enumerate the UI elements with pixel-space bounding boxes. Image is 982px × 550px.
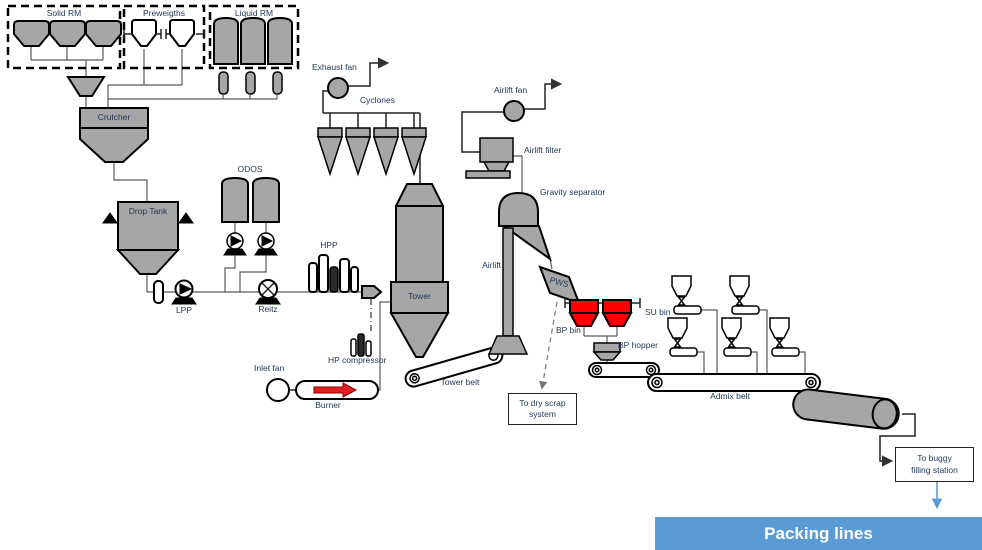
odos-tanks	[221, 176, 280, 256]
gravity-separator-vessel	[498, 191, 552, 262]
bp-hopper-unit	[592, 342, 622, 361]
airlift-fan-icon	[503, 100, 525, 122]
drop-tank-vessel	[102, 201, 194, 275]
inlet-fan-icon	[266, 378, 297, 402]
hp-compressor-label: HP compressor	[328, 355, 387, 365]
drop-tank-label: Drop Tank	[128, 206, 168, 216]
inlet-fan-label: Inlet fan	[254, 363, 285, 373]
burner-label: Burner	[315, 400, 341, 410]
tower-vessel	[389, 183, 450, 358]
hpp-pumps	[308, 254, 359, 293]
packing-lines-label: Packing lines	[764, 523, 873, 543]
lpp-label: LPP	[175, 305, 193, 315]
liquid-nozzle	[272, 71, 283, 95]
lpp-pump	[171, 279, 197, 305]
solid-rm-group	[6, 4, 122, 70]
burner-unit	[295, 380, 379, 400]
crutcher-label: Crutcher	[97, 112, 131, 122]
flame-icon	[313, 382, 358, 398]
cyclones-group	[316, 127, 428, 177]
spray-nozzle	[361, 285, 383, 299]
preweights-group	[122, 4, 206, 70]
airlift-filter-label: Airlift filter	[524, 145, 562, 155]
airlift-label: Airlift	[482, 260, 501, 270]
liquid-rm-label: Liquid RM	[234, 8, 274, 18]
exhaust-fan-label: Exhaust fan	[312, 62, 357, 72]
odos-label: ODOS	[237, 164, 263, 174]
liquid-nozzle	[218, 71, 229, 95]
packing-lines-bar: Packing lines	[655, 517, 982, 550]
dosing-unit	[671, 275, 702, 315]
dosing-unit	[667, 317, 698, 357]
admix-belt-label: Admix belt	[710, 391, 750, 401]
funnel	[66, 76, 106, 97]
solid-rm-label: Solid RM	[46, 8, 82, 18]
buggy-line1: To buggy	[917, 453, 952, 464]
connector-lines	[30, 46, 943, 510]
reitz-label: Reitz	[258, 304, 278, 314]
airlift-column	[487, 227, 529, 355]
exhaust-fan-icon	[327, 77, 349, 99]
odos-pump	[254, 232, 278, 256]
admix-dosing-units	[667, 275, 800, 357]
dry-scrap-note: To dry scrap system	[508, 393, 577, 425]
dry-scrap-line1: To dry scrap	[519, 397, 566, 408]
airlift-filter-unit	[465, 137, 514, 179]
bp-hopper-belt	[588, 362, 660, 378]
bp-hopper-label: BP hopper	[618, 340, 659, 350]
reitz-mill	[255, 279, 281, 305]
preweights-label: Preweigths	[142, 8, 186, 18]
dosing-unit	[769, 317, 800, 357]
buggy-line2: filling station	[911, 464, 958, 475]
bp-su-bins	[568, 299, 633, 327]
rotating-drum	[792, 388, 900, 430]
cyclones-label: Cyclones	[360, 95, 395, 105]
liquid-nozzle	[245, 71, 256, 95]
buggy-note: To buggy filling station	[895, 447, 974, 482]
red-bin	[568, 299, 600, 327]
liquid-rm-group	[208, 4, 300, 95]
dosing-unit	[721, 317, 752, 357]
crutcher-vessel	[79, 107, 149, 163]
su-bin-label: SU bin	[645, 307, 671, 317]
gravity-separator-label: Gravity separator	[540, 187, 606, 197]
dry-scrap-line2: system	[529, 409, 556, 419]
red-bin	[601, 299, 633, 327]
bp-bin-label: BP bin	[556, 325, 581, 335]
odos-pump	[223, 232, 247, 256]
airlift-fan-label: Airlift fan	[494, 85, 528, 95]
tower-belt-label: Tower belt	[440, 377, 480, 387]
rotary-feeder	[153, 280, 164, 304]
hpp-label: HPP	[320, 240, 338, 250]
dosing-unit	[729, 275, 760, 315]
hp-compressor-unit	[350, 333, 372, 357]
tower-label: Tower	[408, 291, 431, 301]
admix-belt-conveyor	[647, 373, 821, 392]
